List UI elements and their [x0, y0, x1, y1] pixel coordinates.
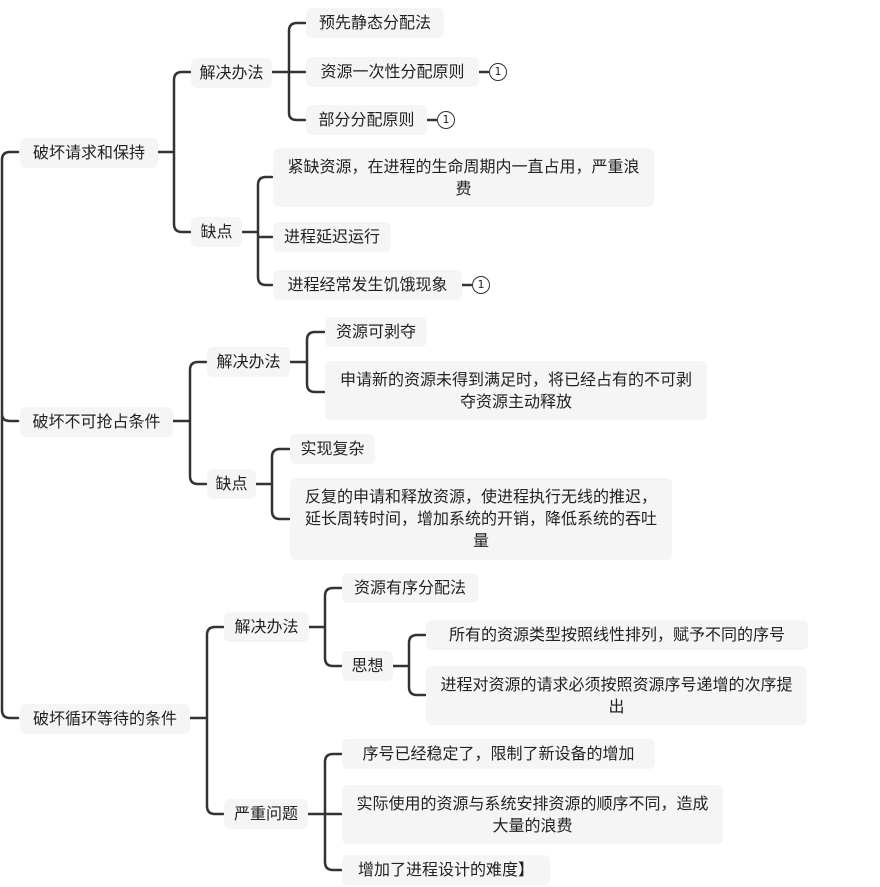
branch3-solution-label: 解决办法	[234, 617, 299, 636]
branch1-drawback-item-2[interactable]: 进程经常发生饥饿现象	[273, 270, 462, 300]
branch1-label: 破坏请求和保持	[32, 143, 145, 162]
branch1-drawback-node[interactable]: 缺点	[191, 217, 242, 247]
branch1-drawback-connector	[240, 175, 274, 287]
branch1-solution-node[interactable]: 解决办法	[191, 58, 272, 88]
branch3-solution-item-0[interactable]: 资源有序分配法	[342, 573, 478, 603]
marker-icon[interactable]: 1	[472, 276, 490, 294]
branch1-solution-connector	[270, 21, 307, 122]
branch3-idea-item-0[interactable]: 所有的资源类型按照线性排列，赋予不同的序号	[426, 620, 808, 650]
branch3-solution-connector	[307, 586, 343, 668]
branch1-solution-item-2[interactable]: 部分分配原则	[306, 105, 427, 135]
branch3-connector	[188, 625, 225, 816]
branch3-problem-node[interactable]: 严重问题	[224, 799, 308, 829]
branch2-drawback-connector	[254, 447, 291, 521]
branch1-solution-label: 解决办法	[199, 63, 264, 82]
branch1-drawback-item-0[interactable]: 紧缺资源，在进程的生命周期内一直占用，严重浪费	[273, 148, 654, 207]
branch3-idea-label: 思想	[351, 656, 384, 675]
branch3-problem-item-2[interactable]: 增加了进程设计的难度】	[342, 855, 550, 885]
branch3-node[interactable]: 破坏循环等待的条件	[20, 704, 190, 734]
marker-icon[interactable]: 1	[437, 111, 455, 129]
branch2-connector	[171, 360, 208, 486]
branch2-solution-item-1[interactable]: 申请新的资源未得到满足时，将已经占有的不可剥夺资源主动释放	[325, 361, 707, 420]
branch1-drawback-label: 缺点	[200, 222, 233, 241]
marker-icon[interactable]: 1	[489, 63, 507, 81]
branch3-idea-item-1[interactable]: 进程对资源的请求必须按照资源序号递增的次序提出	[426, 666, 807, 725]
branch2-solution-connector	[288, 330, 326, 394]
branch2-label: 破坏不可抢占条件	[32, 412, 161, 431]
branch3-idea-node[interactable]: 思想	[342, 651, 393, 681]
branch2-solution-label: 解决办法	[216, 352, 281, 371]
branch1-node[interactable]: 破坏请求和保持	[20, 138, 158, 168]
branch2-drawback-node[interactable]: 缺点	[207, 469, 256, 499]
branch3-problem-item-0[interactable]: 序号已经稳定了，限制了新设备的增加	[342, 739, 655, 769]
branch3-problem-connector	[306, 752, 343, 872]
branch1-connector	[156, 70, 192, 234]
branch3-solution-node[interactable]: 解决办法	[224, 612, 309, 642]
branch3-problem-item-1[interactable]: 实际使用的资源与系统安排资源的顺序不同，造成大量的浪费	[342, 785, 723, 844]
branch2-solution-node[interactable]: 解决办法	[207, 347, 290, 377]
branch2-drawback-item-1[interactable]: 反复的申请和释放资源，使进程执行无线的推迟，延长周转时间，增加系统的开销，降低系…	[290, 478, 672, 560]
branch1-drawback-item-1[interactable]: 进程延迟运行	[273, 222, 391, 252]
branch3-idea-connector	[391, 633, 427, 697]
branch3-problem-label: 严重问题	[233, 804, 298, 823]
branch1-solution-item-0[interactable]: 预先静态分配法	[306, 8, 444, 38]
branch2-drawback-item-0[interactable]: 实现复杂	[290, 434, 375, 464]
branch2-node[interactable]: 破坏不可抢占条件	[20, 407, 173, 437]
root-spine	[0, 150, 20, 720]
branch1-solution-item-1[interactable]: 资源一次性分配原则	[306, 57, 479, 87]
branch2-drawback-label: 缺点	[215, 474, 248, 493]
branch2-solution-item-0[interactable]: 资源可剥夺	[325, 317, 427, 347]
branch3-label: 破坏循环等待的条件	[32, 709, 177, 728]
